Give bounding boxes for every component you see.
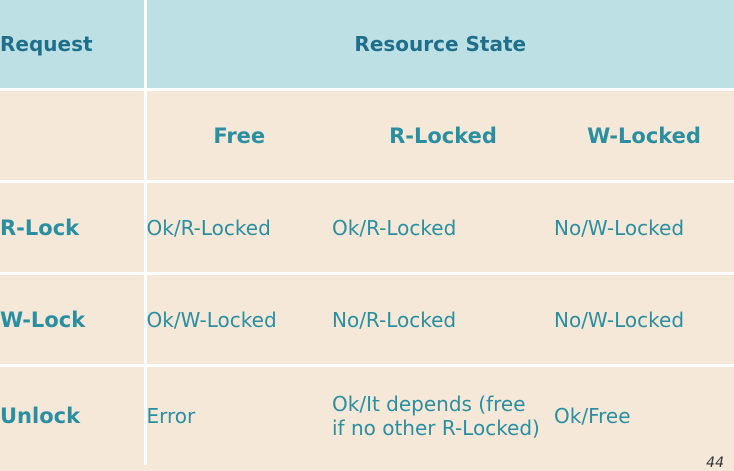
table-cell: Ok/Free [554,365,734,465]
table-row: R-Lock Ok/R-Locked Ok/R-Locked No/W-Lock… [0,181,734,275]
table-row: Unlock Error Ok/It depends (free if no o… [0,365,734,465]
state-free-header: Free [145,89,332,183]
table-header-row: Request Resource State [0,0,734,91]
table-row: W-Lock Ok/W-Locked No/R-Locked No/W-Lock… [0,273,734,367]
request-w-lock: W-Lock [0,273,147,367]
state-r-locked-header: R-Locked [332,89,554,183]
table-cell: Ok/It depends (free if no other R-Locked… [332,365,554,465]
slide-number: 44 [706,455,724,471]
request-header: Request [0,0,147,91]
table-cell: No/R-Locked [332,273,554,367]
table-cell: Ok/R-Locked [332,181,554,275]
table-cell: No/W-Locked [554,181,734,275]
table-cell: Ok/R-Locked [145,181,332,275]
state-subheader-row: Free R-Locked W-Locked [0,89,734,183]
resource-state-header: Resource State [145,0,734,91]
table-cell: Error [145,365,332,465]
request-r-lock: R-Lock [0,181,147,275]
table-cell: No/W-Locked [554,273,734,367]
state-w-locked-header: W-Locked [554,89,734,183]
empty-corner-cell [0,89,147,183]
table-cell: Ok/W-Locked [145,273,332,367]
request-unlock: Unlock [0,365,147,465]
